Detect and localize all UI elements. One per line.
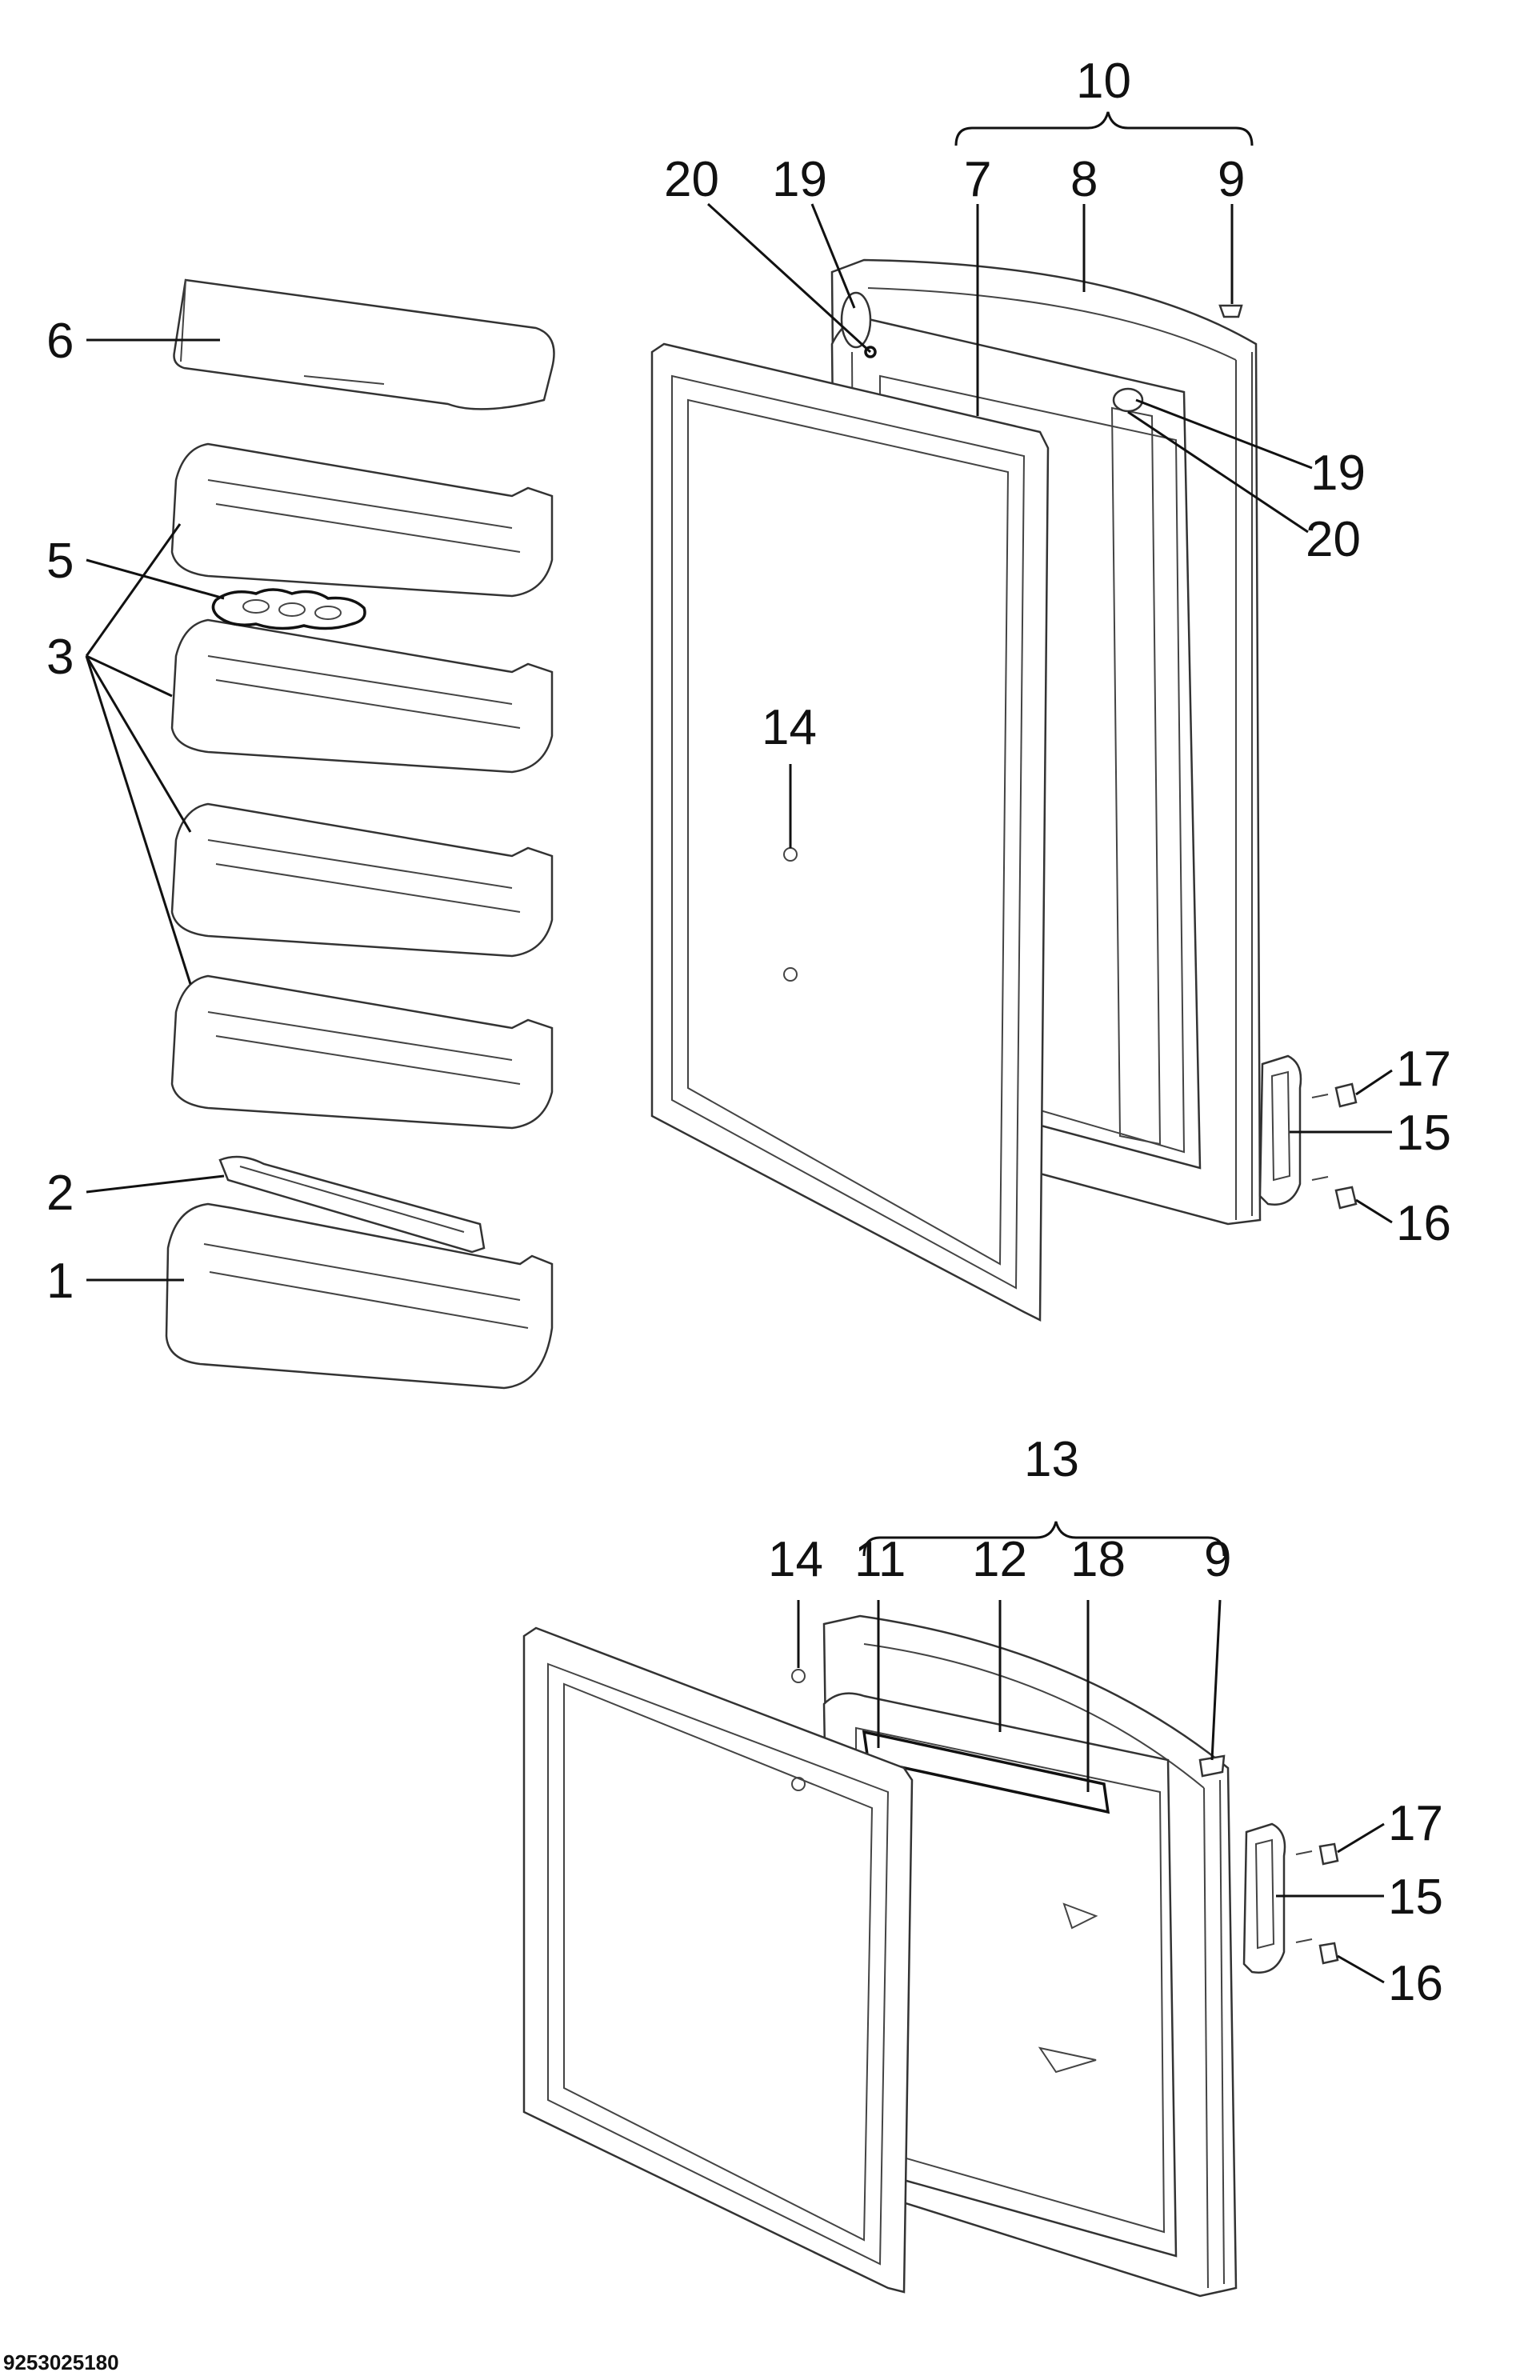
handle-screws-upper	[1311, 1094, 1329, 1181]
label-11: 11	[854, 1532, 906, 1587]
label-7: 7	[964, 152, 991, 207]
butter-compartment	[173, 278, 555, 410]
leader-3b	[86, 654, 173, 698]
label-15-bottom: 15	[1388, 1870, 1443, 1925]
label-8: 8	[1070, 152, 1098, 207]
label-6: 6	[46, 314, 74, 369]
hinge-cover-cap-lower	[1198, 1754, 1226, 1778]
fridge-door-gasket	[650, 342, 1050, 1322]
brace-10	[954, 111, 1254, 146]
label-14-bottom: 14	[768, 1532, 823, 1587]
label-17-bottom: 17	[1388, 1796, 1443, 1851]
label-13: 13	[1024, 1432, 1079, 1487]
leader-20b	[1127, 410, 1309, 534]
label-18: 18	[1070, 1532, 1126, 1587]
leader-9b	[1210, 1599, 1222, 1761]
egg-tray	[211, 588, 366, 630]
label-20-side: 20	[1306, 512, 1361, 567]
door-shelf-2	[170, 618, 554, 774]
label-20-top: 20	[664, 152, 719, 207]
door-shelf-3	[170, 802, 554, 958]
door-clip-lower	[791, 1669, 806, 1791]
label-17-top: 17	[1396, 1042, 1451, 1097]
label-16-top: 16	[1396, 1196, 1451, 1251]
handle-cap-17-lower	[1318, 1842, 1339, 1866]
leader-5	[86, 558, 225, 600]
label-3: 3	[46, 630, 74, 685]
leader-17b	[1337, 1822, 1385, 1854]
label-9-top: 9	[1218, 152, 1245, 207]
handle-cap-16-lower	[1318, 1942, 1339, 1965]
label-14-top: 14	[762, 700, 817, 755]
hinge-cover-cap-upper	[1218, 304, 1243, 318]
freezer-door-gasket	[522, 1626, 914, 2294]
brace-13	[862, 1521, 1226, 1557]
leader-2	[86, 1174, 225, 1194]
label-12: 12	[972, 1532, 1027, 1587]
label-19-top: 19	[772, 152, 827, 207]
label-9-bottom: 9	[1204, 1532, 1231, 1587]
label-15-top: 15	[1396, 1106, 1451, 1161]
handle-screws-lower	[1295, 1850, 1313, 1943]
bottle-shelf	[165, 1202, 554, 1390]
door-shelf-1	[170, 442, 554, 598]
leader-3d	[85, 655, 192, 985]
leader-16b	[1337, 1954, 1385, 1984]
drawing-code: 9253025180	[3, 2350, 119, 2374]
door-handle-lower	[1242, 1822, 1286, 1974]
handle-cap-16-upper	[1334, 1186, 1358, 1210]
door-handle-upper	[1258, 1054, 1302, 1206]
bottle-retainer	[218, 1155, 486, 1254]
label-16-bottom: 16	[1388, 1956, 1443, 2011]
label-19-side: 19	[1310, 446, 1366, 501]
door-shelf-strip	[862, 1730, 1110, 1814]
leader-19a	[810, 203, 856, 309]
hinge-bush-side	[1112, 387, 1144, 413]
label-10: 10	[1076, 54, 1131, 109]
leader-17a	[1355, 1069, 1393, 1096]
leader-3a	[85, 523, 182, 657]
label-1: 1	[46, 1254, 74, 1309]
leader-19b	[1135, 398, 1313, 470]
handle-cap-17-upper	[1334, 1082, 1358, 1108]
door-shelf-4	[170, 974, 554, 1130]
leader-3c	[85, 655, 192, 833]
label-2: 2	[46, 1166, 74, 1221]
leader-20a	[706, 202, 872, 354]
leader-16a	[1355, 1198, 1393, 1224]
label-5: 5	[46, 534, 74, 589]
